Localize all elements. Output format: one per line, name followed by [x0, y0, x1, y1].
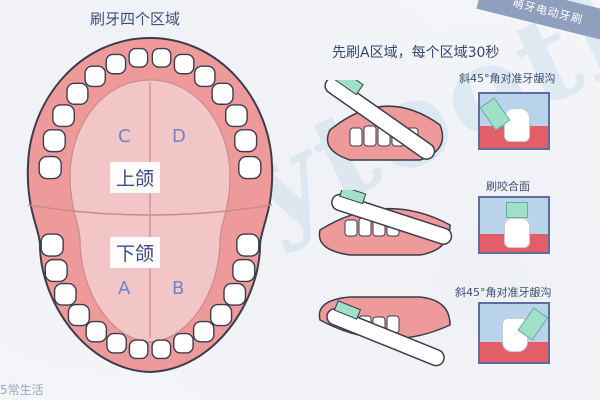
- step1-label: 斜45°角对准牙龈沟: [459, 72, 556, 85]
- lower-tooth: [192, 320, 215, 343]
- lower-tooth: [232, 258, 256, 283]
- zone-d-label: D: [172, 126, 186, 147]
- lower-tooth: [40, 233, 64, 257]
- upper-tooth: [84, 65, 106, 88]
- upper-tooth: [38, 155, 62, 180]
- upper-tooth: [105, 53, 127, 75]
- upper-tooth: [238, 155, 262, 180]
- upper-tooth: [42, 129, 66, 153]
- lower-tooth: [223, 282, 247, 306]
- lower-jaw-label: 下颌: [110, 237, 161, 268]
- dental-arch-diagram: [26, 36, 274, 374]
- instruction-subtitle: 先刷A区域，每个区域30秒: [332, 45, 500, 61]
- jaw-divider: [27, 204, 273, 216]
- lower-tooth: [67, 303, 91, 327]
- upper-tooth: [234, 129, 258, 153]
- teeth-group: [38, 47, 262, 360]
- upper-tooth: [211, 82, 234, 105]
- zone-a-label: A: [118, 278, 131, 299]
- upper-tooth: [225, 104, 248, 128]
- lower-tooth: [53, 282, 77, 306]
- step1-inset: [478, 92, 550, 150]
- step3-label: 斜45°角对准牙龈沟: [455, 286, 552, 299]
- zone-c-label: C: [118, 126, 131, 147]
- lower-tooth: [173, 332, 194, 354]
- lower-tooth: [236, 233, 260, 257]
- step1-brushing-illustration: [324, 80, 444, 161]
- lower-tooth: [209, 303, 233, 327]
- lower-tooth: [106, 332, 127, 354]
- upper-jaw-label: 上颌: [110, 162, 161, 193]
- upper-tooth: [173, 53, 195, 75]
- watermark-corner: 5常生活: [0, 383, 44, 397]
- lower-tooth: [128, 339, 149, 360]
- step2-label: 刷咬合面: [486, 180, 530, 193]
- upper-tooth: [128, 47, 149, 68]
- upper-tooth: [52, 104, 75, 128]
- step3-brushing-illustration: [318, 296, 451, 367]
- diagram-title: 刷牙四个区域: [90, 10, 181, 28]
- step2-brushing-illustration: [318, 190, 453, 256]
- step2-inset: [478, 196, 550, 254]
- lower-tooth: [151, 339, 172, 360]
- upper-tooth: [151, 47, 172, 68]
- lower-tooth: [85, 320, 108, 343]
- lower-tooth: [44, 258, 68, 283]
- upper-tooth: [66, 82, 89, 105]
- zone-b-label: B: [172, 278, 185, 299]
- step3-inset: [478, 302, 550, 364]
- upper-tooth: [194, 65, 216, 88]
